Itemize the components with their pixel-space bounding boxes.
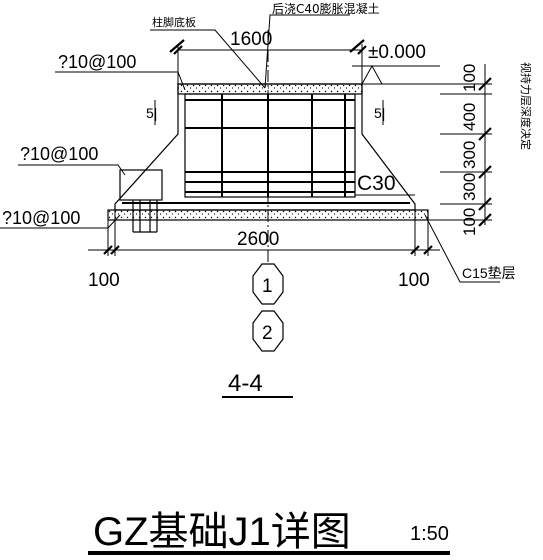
scale-label: 1:50	[410, 523, 449, 545]
top-hatched-layer	[177, 83, 363, 95]
section-marker-right: 5|	[374, 105, 385, 121]
slash-b	[349, 39, 365, 53]
dim-right-100-label: 100	[398, 270, 430, 291]
tick-2600-r2	[423, 245, 433, 255]
axis-2-label: 2	[262, 323, 273, 344]
leader-post-pour	[264, 14, 350, 89]
v-dim-5: 100	[460, 208, 479, 236]
concrete-grade-label: C30	[357, 172, 396, 195]
elevation-triangle	[361, 64, 383, 85]
tick-2600-r1	[410, 245, 420, 255]
cushion-label: C15垫层	[462, 265, 516, 281]
v-dim-2: 400	[460, 103, 479, 131]
leader-rebar-mid	[18, 164, 126, 176]
axis-1-label: 1	[262, 276, 273, 297]
left-box	[119, 169, 163, 201]
tick-1600-r	[357, 45, 367, 55]
leader-rebar-top	[55, 71, 186, 91]
tick-2600-l2	[110, 245, 120, 255]
dim-left-100-label: 100	[88, 270, 120, 291]
rebar-top-label: ?10@100	[58, 52, 136, 72]
slash-a	[169, 39, 185, 53]
v-tick-4	[478, 197, 492, 211]
v-dim-4: 300	[460, 173, 479, 201]
width-bottom-label: 2600	[237, 229, 279, 250]
leader-base-plate	[150, 29, 266, 89]
v-tick-2	[478, 127, 492, 141]
axis-bubble-2	[252, 310, 284, 352]
section-markers	[154, 100, 384, 125]
tick-2600-l1	[103, 245, 113, 255]
drawing-title: GZ基础J1详图	[93, 510, 351, 554]
rebar-bottom-label: ?10@100	[2, 208, 80, 228]
axis-bubbles	[252, 263, 284, 352]
width-top-label: 1600	[230, 29, 272, 50]
column-cage	[184, 93, 356, 198]
v-dim-1: 100	[460, 64, 479, 92]
section-marker-left: 5|	[146, 105, 157, 121]
v-tick-1	[478, 77, 492, 91]
post-pour-label: 后浇C40膨胀混凝土	[272, 1, 380, 16]
tick-1600-l	[173, 45, 183, 55]
dimensions	[88, 30, 492, 265]
section-title: 4-4	[228, 370, 263, 397]
column-base-plate-label: 柱脚底板	[152, 15, 196, 29]
leader-c15	[424, 214, 500, 283]
rebar-mid-label: ?10@100	[20, 144, 98, 164]
v-dim-3: 300	[460, 141, 479, 169]
elevation-label: ±0.000	[368, 42, 426, 63]
text-layer: 柱脚底板 后浇C40膨胀混凝土 1600 ±0.000 ?10@100 ?10@…	[2, 1, 533, 554]
v-tick-3	[478, 165, 492, 179]
v-tick-5	[478, 213, 492, 227]
axis-bubble-1	[252, 263, 284, 305]
right-note: 视持力层深度决定	[519, 62, 533, 150]
